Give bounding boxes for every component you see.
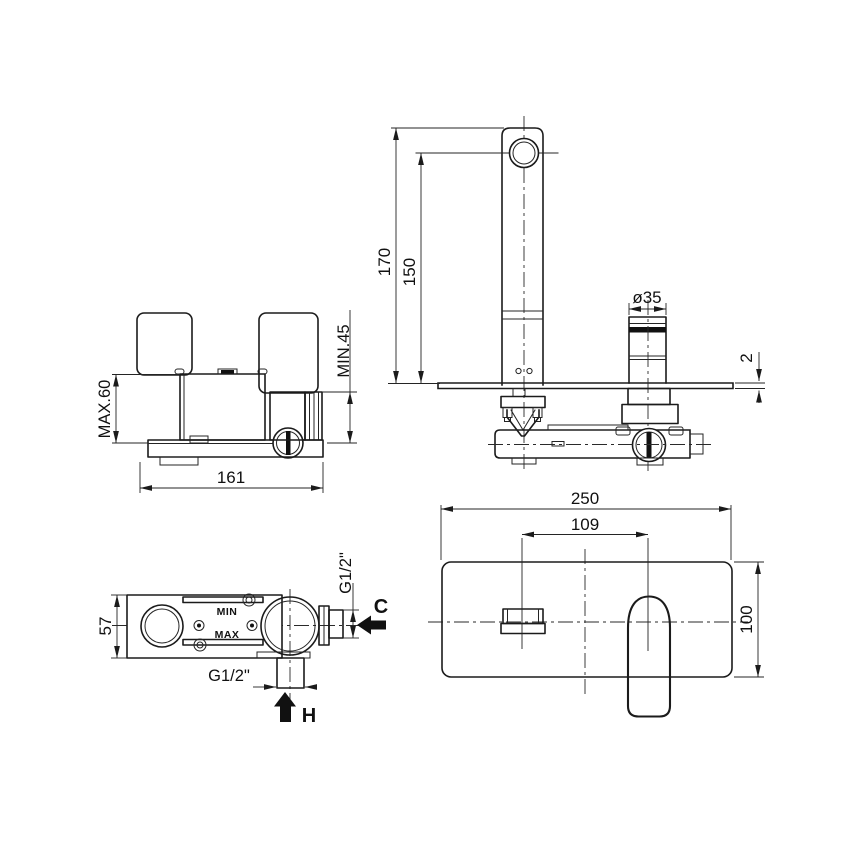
spout-port-circle xyxy=(140,604,184,648)
spout-outlet-height-label: 150 xyxy=(400,258,419,286)
spout-screw-left xyxy=(515,367,522,375)
cold-water-arrow-icon xyxy=(357,615,386,635)
outlet-port-slot xyxy=(286,431,291,455)
mounting-boss-top xyxy=(242,593,256,607)
base-plate-side xyxy=(147,439,324,458)
aerator-circle xyxy=(508,137,540,169)
plate-width-label: 250 xyxy=(571,489,599,508)
adjust-band-bottom xyxy=(182,638,264,646)
plate-thickness-label: 2 xyxy=(737,353,756,362)
faucet-front-view: 170 150 ø35 2 xyxy=(375,116,765,474)
spout-lip xyxy=(500,622,546,635)
spout-stem xyxy=(512,388,526,397)
wall-plate-edge xyxy=(437,382,734,390)
adjust-screw-right xyxy=(246,620,258,631)
spout-front xyxy=(502,608,544,625)
cold-inlet-pipe xyxy=(328,609,344,639)
max-depth-dim-label: MAX.60 xyxy=(96,380,114,439)
min-mark-label: MIN xyxy=(217,606,238,618)
rough-in-plan-view: MIN MAX G1/2" C G1/2" H 57 xyxy=(96,552,388,727)
spout-screw-right xyxy=(526,367,533,375)
handle-trim-ring xyxy=(629,327,666,333)
cartridge-slot xyxy=(646,432,652,458)
handle-cylinder xyxy=(628,316,667,384)
trim-plate-view: 109 250 100 xyxy=(428,489,764,718)
handle-stem xyxy=(627,387,671,406)
valve-body-plan xyxy=(126,594,283,659)
spout-bracket xyxy=(500,395,546,409)
protection-cap-left xyxy=(136,312,193,376)
trim-plate xyxy=(441,561,733,678)
spout-total-height-label: 170 xyxy=(375,248,394,276)
adjust-screw-left xyxy=(193,620,205,631)
max-mark-label: MAX xyxy=(215,629,240,641)
body-top-tab xyxy=(217,368,238,375)
hot-water-label: H xyxy=(302,705,316,727)
handle-base-block xyxy=(621,403,679,425)
cold-thread-label: G1/2" xyxy=(337,552,355,594)
plate-height-label: 100 xyxy=(737,605,756,633)
valve-body-box xyxy=(179,373,266,441)
base-foot xyxy=(159,456,199,466)
body-width-dim-label: 161 xyxy=(217,468,245,487)
spout-to-handle-label: 109 xyxy=(571,515,599,534)
cold-water-label: C xyxy=(374,596,388,618)
lever-handle-front xyxy=(626,595,672,718)
valve-body-horizontal xyxy=(494,429,691,459)
protection-cap-right xyxy=(258,312,319,394)
hot-inlet-pipe xyxy=(276,657,305,689)
rough-in-side-view: MAX.60 MIN.45 161 xyxy=(96,310,357,493)
adjust-band-top xyxy=(182,596,264,604)
body-depth-label: 57 xyxy=(96,617,115,636)
spout-column xyxy=(501,127,544,386)
min-depth-dim-label: MIN.45 xyxy=(335,324,353,377)
hot-water-arrow-icon xyxy=(274,692,296,722)
supply-cone xyxy=(506,409,540,437)
handle-diameter-label: ø35 xyxy=(632,288,661,307)
mounting-boss-bottom xyxy=(193,638,207,652)
hot-thread-label: G1/2" xyxy=(208,667,250,685)
